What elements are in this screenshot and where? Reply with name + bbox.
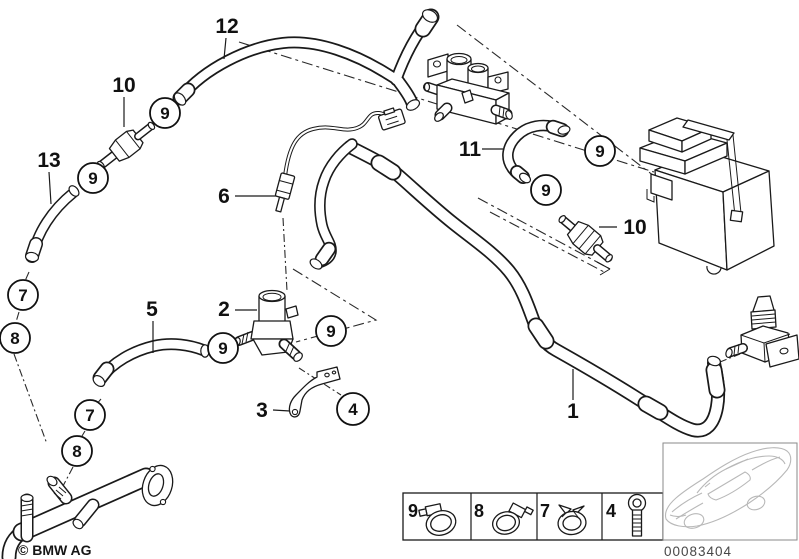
callout-circled-9c[interactable]: 9 bbox=[584, 135, 616, 167]
diagram-number: 00083404 bbox=[664, 544, 732, 559]
legend: 9 8 7 bbox=[402, 492, 664, 541]
water-valve-right bbox=[725, 295, 799, 368]
callout-label[interactable]: 3 bbox=[256, 399, 268, 422]
thread-lines bbox=[20, 503, 34, 517]
car-silhouette bbox=[664, 447, 792, 529]
callout-11[interactable]: 11 bbox=[459, 138, 503, 161]
callout-label[interactable]: 12 bbox=[215, 15, 238, 38]
callout-6[interactable]: 6 bbox=[218, 185, 276, 208]
check-valve-10-left bbox=[96, 121, 156, 170]
callout-circled-8b[interactable]: 8 bbox=[61, 435, 93, 467]
callout-circled-7a[interactable]: 7 bbox=[7, 279, 39, 311]
callout-label[interactable]: 6 bbox=[218, 185, 230, 208]
callout-5[interactable]: 5 bbox=[146, 298, 158, 353]
thread-lines bbox=[53, 486, 67, 500]
heater-strap bbox=[682, 119, 735, 141]
legend-cell-7: 7 bbox=[540, 501, 587, 536]
callout-circled-9b[interactable]: 9 bbox=[77, 162, 109, 194]
auxiliary-heater-unit bbox=[639, 117, 775, 275]
callout-13[interactable]: 13 bbox=[37, 149, 61, 205]
hose-5 bbox=[91, 344, 210, 388]
callout-12[interactable]: 12 bbox=[215, 15, 239, 60]
callout-label[interactable]: 8 bbox=[72, 442, 81, 461]
dual-water-valve-assembly bbox=[423, 52, 513, 125]
hose-11 bbox=[508, 125, 571, 185]
callout-label[interactable]: 9 bbox=[595, 142, 604, 161]
callout-label[interactable]: 9 bbox=[218, 339, 227, 358]
legend-number: 8 bbox=[474, 501, 484, 521]
hose-1 bbox=[350, 147, 721, 431]
guide-line bbox=[298, 367, 342, 396]
water-valve-2 bbox=[233, 289, 303, 362]
callout-label[interactable]: 4 bbox=[348, 400, 358, 419]
callout-3[interactable]: 3 bbox=[256, 399, 291, 422]
callout-circled-8a[interactable]: 8 bbox=[0, 322, 31, 354]
guide-line bbox=[13, 271, 48, 445]
hose-13 bbox=[24, 185, 80, 263]
car-thumbnail: 00083404 bbox=[662, 442, 798, 559]
socket-head-screw-icon bbox=[627, 493, 647, 537]
valve-stub bbox=[285, 305, 299, 319]
callout-label[interactable]: 13 bbox=[37, 149, 60, 172]
callout-1[interactable]: 1 bbox=[567, 369, 579, 423]
callout-label[interactable]: 5 bbox=[146, 298, 158, 321]
hose-12 bbox=[172, 7, 440, 111]
callout-label[interactable]: 10 bbox=[623, 216, 646, 239]
center-stub bbox=[461, 89, 474, 104]
legend-cell-4: 4 bbox=[606, 493, 647, 537]
hose-branch bbox=[309, 144, 352, 270]
callout-label[interactable]: 11 bbox=[459, 138, 482, 161]
spring-clamp-icon bbox=[557, 504, 587, 536]
callout-label[interactable]: 9 bbox=[160, 104, 169, 123]
guide-line bbox=[282, 217, 288, 292]
check-valve-10-right bbox=[558, 215, 613, 263]
callout-label[interactable]: 2 bbox=[218, 298, 230, 321]
legend-number: 4 bbox=[606, 501, 616, 521]
sensor-body bbox=[274, 172, 296, 213]
temperature-sensor-6 bbox=[274, 107, 406, 213]
callout-2[interactable]: 2 bbox=[218, 298, 257, 321]
legend-cell-8: 8 bbox=[474, 501, 534, 535]
bracket-3 bbox=[288, 366, 341, 418]
coolant-pipe-manifold bbox=[9, 464, 174, 557]
callout-label[interactable]: 9 bbox=[541, 181, 550, 200]
legend-number: 9 bbox=[408, 501, 418, 521]
legend-cell-9: 9 bbox=[408, 501, 457, 536]
callout-circled-9d[interactable]: 9 bbox=[530, 174, 562, 206]
callout-label[interactable]: 10 bbox=[112, 74, 135, 97]
copyright-text: © BMW AG bbox=[18, 542, 92, 558]
callout-circled-9e[interactable]: 9 bbox=[315, 315, 347, 347]
callout-10-left[interactable]: 10 bbox=[112, 74, 136, 127]
callout-label[interactable]: 9 bbox=[326, 322, 335, 341]
pointer-line bbox=[292, 268, 378, 343]
callout-label[interactable]: 8 bbox=[10, 329, 19, 348]
callout-label[interactable]: 7 bbox=[85, 406, 94, 425]
guide-line bbox=[456, 24, 655, 177]
callout-circled-7b[interactable]: 7 bbox=[74, 399, 106, 431]
cable-plug bbox=[377, 107, 406, 131]
worm-drive-clamp-angled-icon bbox=[492, 502, 534, 535]
callout-circled-4[interactable]: 4 bbox=[336, 392, 370, 426]
callout-10-right[interactable]: 10 bbox=[599, 216, 647, 239]
pointer-line bbox=[477, 197, 611, 270]
legend-number: 7 bbox=[540, 501, 550, 521]
callout-circled-9a[interactable]: 9 bbox=[149, 97, 181, 129]
callout-circled-9f[interactable]: 9 bbox=[207, 332, 239, 364]
callout-label[interactable]: 7 bbox=[18, 286, 27, 305]
pointer-arrow bbox=[596, 261, 611, 276]
callout-label[interactable]: 9 bbox=[88, 169, 97, 188]
heater-bracket bbox=[650, 173, 673, 201]
worm-drive-clamp-icon bbox=[418, 503, 457, 536]
callouts: 12 10 13 6 11 10 5 2 bbox=[0, 15, 647, 467]
callout-label[interactable]: 1 bbox=[567, 400, 579, 423]
